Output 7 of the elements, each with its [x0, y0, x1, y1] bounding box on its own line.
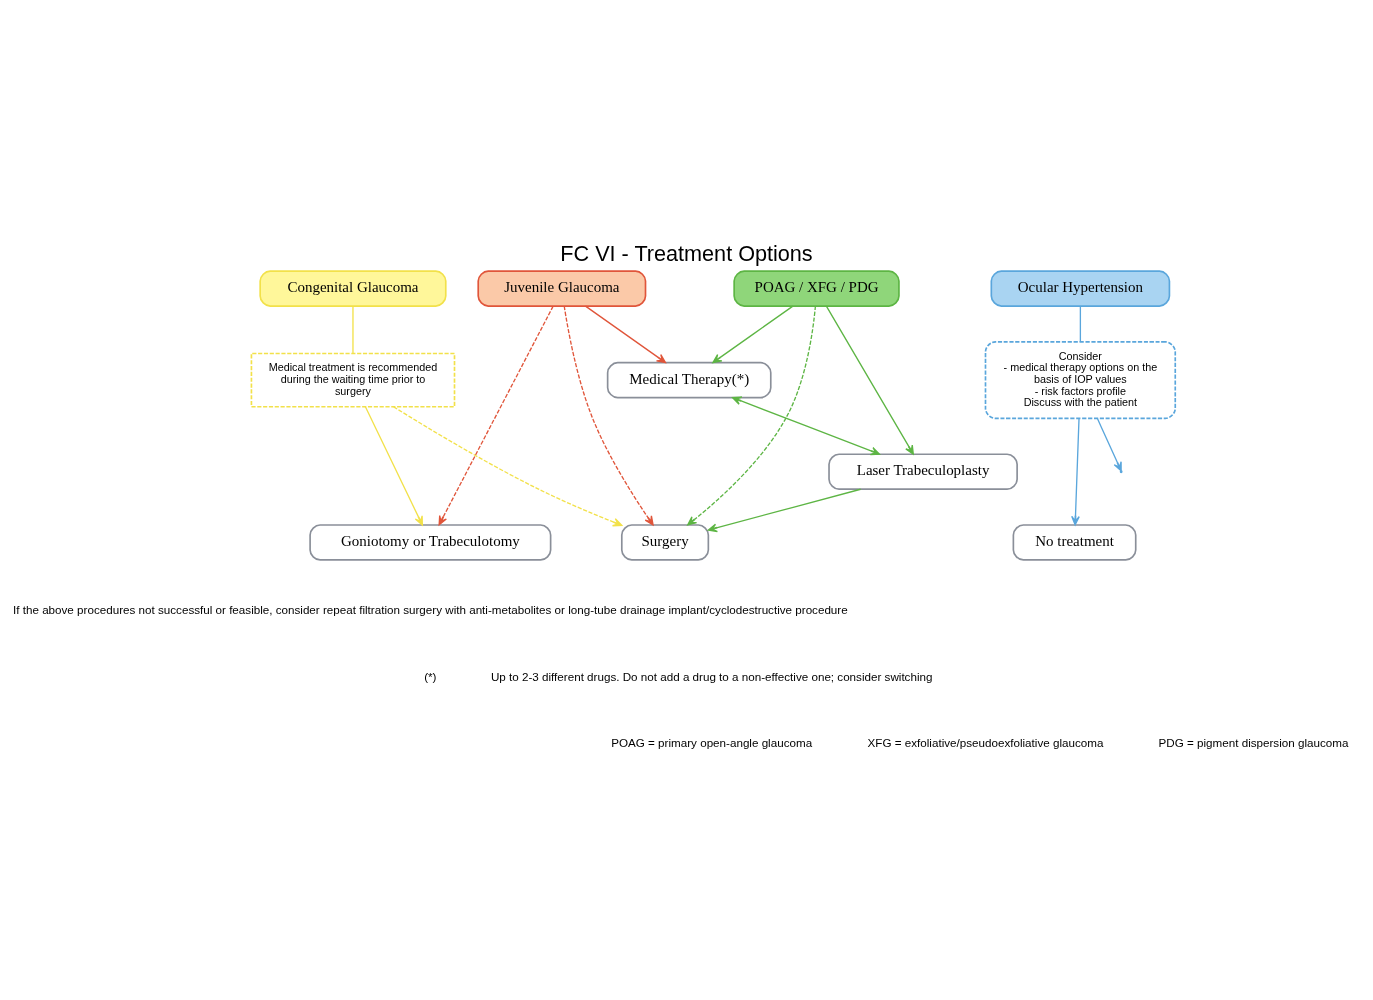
- label: XFG = exfoliative/pseudoexfoliative glaucoma: [867, 736, 1104, 750]
- label: Up to 2-3 different drugs. Do not add a drug to a non-effective one; consider switching: [490, 669, 933, 683]
- label: PDG = pigment dispersion glaucoma: [1158, 736, 1349, 750]
- diagram-title: FC VI - Treatment Options: [560, 240, 813, 266]
- label: (*): [424, 669, 437, 683]
- label: If the above procedures not successful or feasible, consider repeat filtration surgery with anti-metabolites or long-tube drainage implant/cyclodestructive procedure: [13, 603, 848, 617]
- label: POAG = primary open-angle glaucoma: [611, 736, 813, 750]
